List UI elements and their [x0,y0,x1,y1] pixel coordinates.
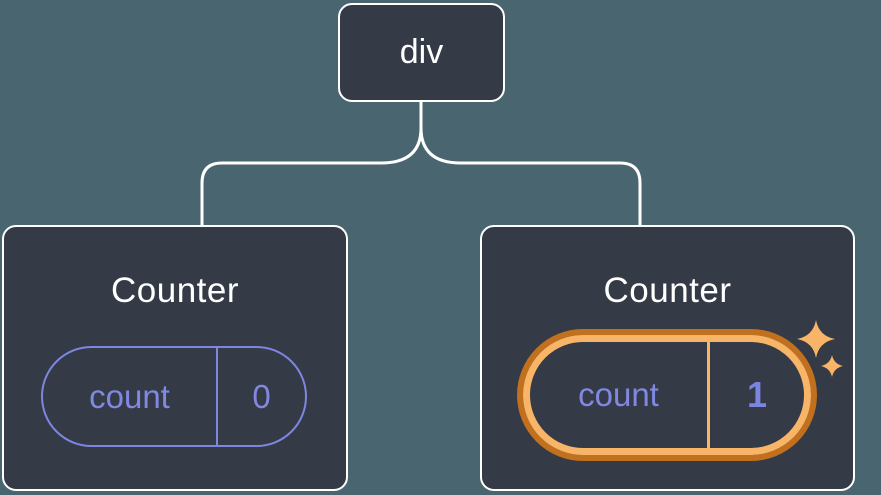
state-value-segment: 0 [218,348,305,445]
card-title: Counter [603,271,732,310]
state-value-segment: 1 [710,342,804,448]
state-key-segment: count [530,342,710,448]
counter-card-left: Counter count 0 [2,225,348,491]
state-key-label: count [89,377,170,415]
root-node: div [338,3,505,102]
state-value: 0 [252,377,271,415]
state-pill: count 1 [523,335,811,455]
root-node-label: div [399,33,444,71]
state-value: 1 [746,374,768,415]
state-key-label: count [578,376,659,413]
state-key-segment: count [43,348,218,445]
counter-card-right: Counter count 1 [480,225,855,491]
state-pill-highlight-ring: count 1 [517,329,817,461]
state-pill: count 0 [41,346,307,447]
card-title: Counter [110,271,240,310]
